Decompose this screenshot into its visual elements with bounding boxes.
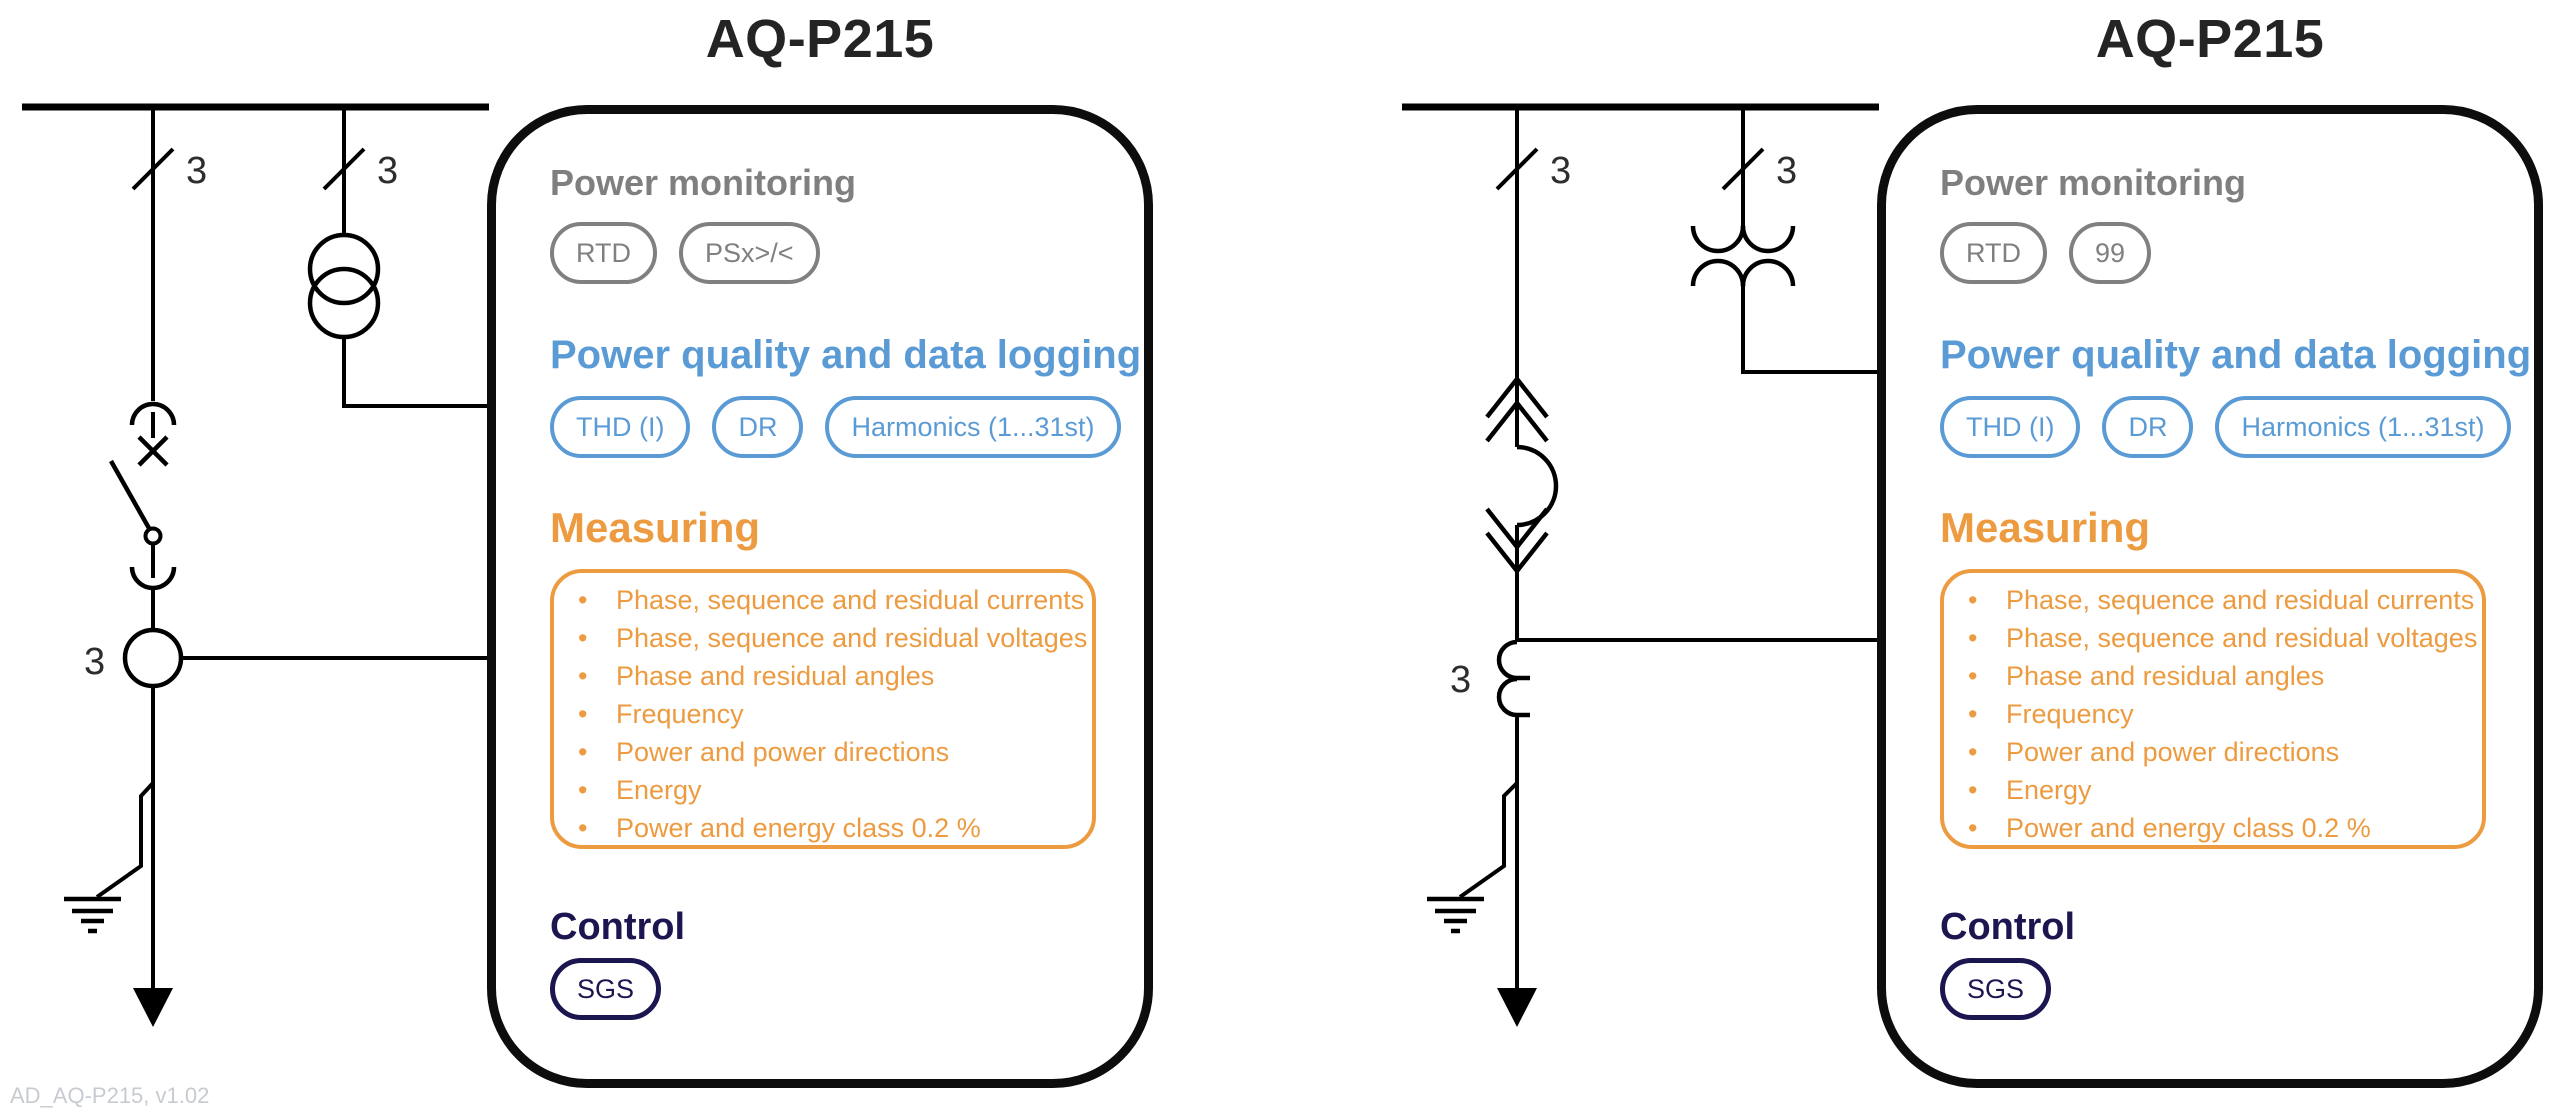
pill-sgs: SGS bbox=[1940, 958, 2052, 1020]
current-transformer-icon: 3 bbox=[84, 627, 184, 689]
pill-rtd: RTD bbox=[550, 222, 658, 284]
list-item: Power and energy class 0.2 % bbox=[1944, 809, 2472, 847]
list-item: Frequency bbox=[554, 695, 1082, 733]
section-heading-control: Control bbox=[550, 906, 686, 948]
power-monitoring-pill-row: RTD 99 bbox=[1940, 222, 2152, 284]
chevron-down-icon bbox=[1485, 507, 1549, 551]
phase-count-label: 3 bbox=[186, 150, 207, 192]
list-item: Phase, sequence and residual voltages bbox=[554, 619, 1087, 657]
phase-count-label: 3 bbox=[377, 150, 398, 192]
earthing-switch-symbol bbox=[64, 781, 155, 934]
pill-99: 99 bbox=[2069, 222, 2152, 284]
phase-slash-icon bbox=[322, 147, 366, 191]
measuring-list: Phase, sequence and residual currents Ph… bbox=[1940, 569, 2486, 849]
list-item: Phase and residual angles bbox=[1944, 657, 2472, 695]
earthing-switch-symbol bbox=[1427, 781, 1519, 934]
feeder-bay: 3 3 bbox=[64, 107, 489, 1027]
chevron-up-icon bbox=[1485, 399, 1549, 443]
pill-rtd: RTD bbox=[1940, 222, 2048, 284]
power-quality-pill-row: THD (I) DR Harmonics (1...31st) bbox=[550, 396, 1121, 458]
section-heading-power-quality: Power quality and data logging bbox=[1940, 333, 2532, 377]
vt-tap-line bbox=[342, 337, 489, 408]
aq-p215-box: Power monitoring RTD PSx>/< Power qualit… bbox=[487, 105, 1153, 1088]
list-item: Phase, sequence and residual currents bbox=[1944, 581, 2474, 619]
ground-icon bbox=[64, 896, 121, 934]
section-heading-measuring: Measuring bbox=[1940, 504, 2151, 551]
list-item: Power and energy class 0.2 % bbox=[554, 809, 1082, 847]
voltage-transformer-icon bbox=[1690, 225, 1796, 287]
list-item: Frequency bbox=[1944, 695, 2472, 733]
circuit-breaker-symbol bbox=[129, 401, 177, 467]
phase-count-label: 3 bbox=[1776, 150, 1797, 192]
chevron-down-icon bbox=[1485, 531, 1549, 575]
feeder-arrow-icon bbox=[1497, 988, 1537, 1027]
panel-title: AQ-P215 bbox=[2095, 9, 2325, 69]
phase-slash-icon bbox=[131, 147, 175, 191]
list-item: Power and power directions bbox=[1944, 733, 2472, 771]
power-quality-pill-row: THD (I) DR Harmonics (1...31st) bbox=[1940, 396, 2511, 458]
pill-dr: DR bbox=[2102, 396, 2194, 458]
phase-slash-icon bbox=[1495, 147, 1539, 191]
withdrawable-breaker-symbol bbox=[1485, 375, 1559, 640]
section-heading-power-monitoring: Power monitoring bbox=[550, 162, 856, 203]
list-item: Phase and residual angles bbox=[554, 657, 1082, 695]
control-pill-row: SGS bbox=[1940, 958, 2052, 1020]
control-pill-row: SGS bbox=[550, 958, 662, 1020]
section-heading-measuring: Measuring bbox=[550, 504, 761, 551]
phase-slash-icon bbox=[1721, 147, 1765, 191]
phase-count-label: 3 bbox=[84, 641, 105, 683]
list-item: Phase, sequence and residual currents bbox=[554, 581, 1084, 619]
list-item: Phase, sequence and residual voltages bbox=[1944, 619, 2477, 657]
voltage-transformer-bay: 3 bbox=[307, 107, 489, 408]
voltage-transformer-icon bbox=[307, 232, 381, 340]
section-heading-power-monitoring: Power monitoring bbox=[1940, 162, 2246, 203]
chevron-up-icon bbox=[1485, 375, 1549, 419]
pill-harmonics: Harmonics (1...31st) bbox=[2215, 396, 2511, 458]
aq-p215-box: Power monitoring RTD 99 Power quality an… bbox=[1877, 105, 2543, 1088]
phase-count-label: 3 bbox=[1550, 150, 1571, 192]
pill-psx: PSx>/< bbox=[679, 222, 820, 284]
section-heading-power-quality: Power quality and data logging bbox=[550, 333, 1142, 377]
version-label: AD_AQ-P215, v1.02 bbox=[10, 1083, 210, 1108]
current-transformer-icon: 3 bbox=[1450, 639, 1530, 718]
ground-icon bbox=[1427, 896, 1484, 934]
section-heading-control: Control bbox=[1940, 906, 2076, 948]
left-single-line-diagram: 3 3 bbox=[22, 103, 489, 1027]
pill-sgs: SGS bbox=[550, 958, 662, 1020]
pill-dr: DR bbox=[712, 396, 804, 458]
list-item: Energy bbox=[554, 771, 1082, 809]
voltage-transformer-bay: 3 bbox=[1690, 107, 1884, 374]
vt-tap-line bbox=[1741, 286, 1884, 374]
list-item: Power and power directions bbox=[554, 733, 1082, 771]
disconnector-symbol bbox=[109, 459, 177, 591]
right-single-line-diagram: 3 3 bbox=[1402, 103, 1884, 1027]
phase-count-label: 3 bbox=[1450, 659, 1471, 701]
breaker-arc-icon bbox=[1516, 444, 1559, 528]
pill-harmonics: Harmonics (1...31st) bbox=[825, 396, 1121, 458]
pill-thd: THD (I) bbox=[1940, 396, 2081, 458]
measuring-list: Phase, sequence and residual currents Ph… bbox=[550, 569, 1096, 849]
feeder-arrow-icon bbox=[133, 988, 173, 1027]
power-monitoring-pill-row: RTD PSx>/< bbox=[550, 222, 820, 284]
panel-title: AQ-P215 bbox=[705, 9, 935, 69]
pill-thd: THD (I) bbox=[550, 396, 691, 458]
list-item: Energy bbox=[1944, 771, 2472, 809]
feeder-bay: 3 3 bbox=[1427, 107, 1884, 1027]
